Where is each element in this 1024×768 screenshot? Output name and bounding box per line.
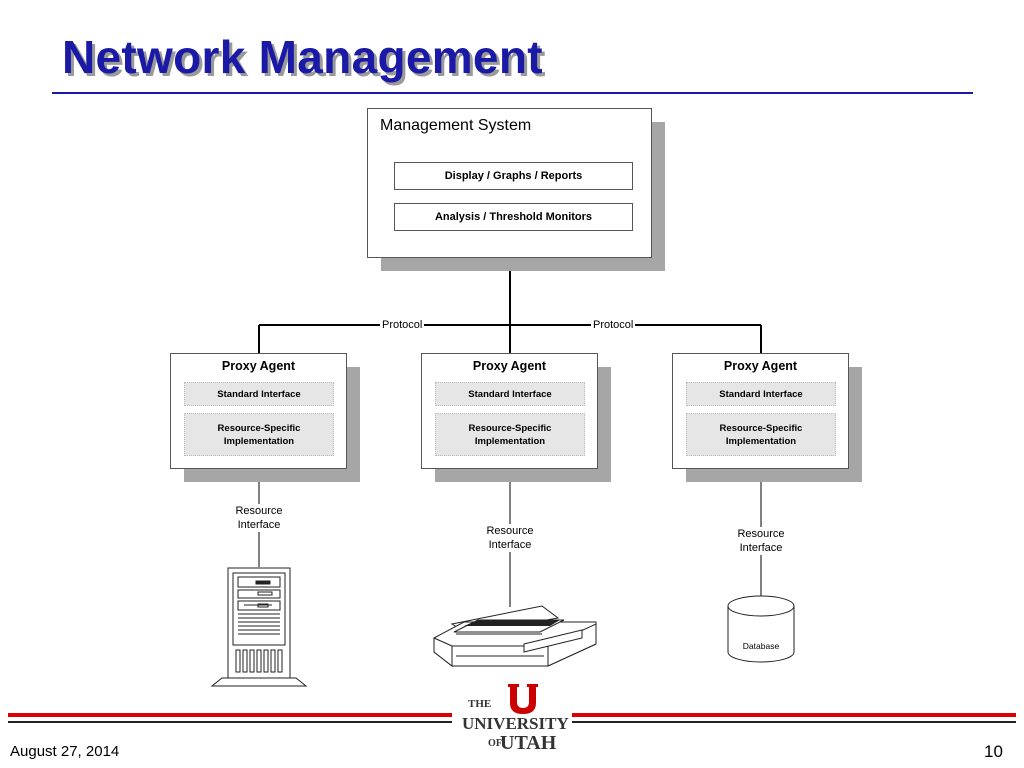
management-system-box: Management System Display / Graphs / Rep…: [367, 108, 652, 258]
proxy-agent-title-1: Proxy Agent: [221, 359, 296, 373]
footer-black-line-right: [572, 721, 1016, 723]
management-system-title: Management System: [380, 117, 532, 134]
slide-title: Network Management: [62, 31, 543, 83]
university-of-utah-logo: THE UNIVERSITY OF UTAH: [462, 682, 569, 766]
logo-utah: UTAH: [500, 732, 557, 754]
analysis-threshold-monitors-box: Analysis / Threshold Monitors: [394, 203, 633, 231]
resource-interface-label-3: Resource Interface: [726, 527, 796, 555]
logo-university: UNIVERSITY: [462, 714, 569, 733]
proxy-agent-box-2: Proxy Agent Standard Interface Resource-…: [421, 353, 598, 469]
page-number: 10: [984, 742, 1003, 761]
resource-interface-label-1: Resource Interface: [224, 504, 294, 532]
resource-interface-label-2: Resource Interface: [475, 524, 545, 552]
footer-red-bar-left: [8, 713, 452, 717]
database-label: Database: [742, 641, 780, 651]
protocol-label-left: Protocol: [380, 319, 425, 332]
resource-specific-implementation-2: Resource-Specific Implementation: [435, 413, 585, 456]
proxy-agent-box-1: Proxy Agent Standard Interface Resource-…: [170, 353, 347, 469]
footer-red-bar-right: [572, 713, 1016, 717]
proxy-agent-box-3: Proxy Agent Standard Interface Resource-…: [672, 353, 849, 469]
logo-of: OF: [488, 738, 502, 749]
server-tower-icon: [210, 567, 308, 687]
title-underline: [52, 92, 973, 94]
resource-specific-implementation-3: Resource-Specific Implementation: [686, 413, 836, 456]
proxy-agent-title-3: Proxy Agent: [723, 359, 798, 373]
standard-interface-2: Standard Interface: [435, 382, 585, 406]
standard-interface-3: Standard Interface: [686, 382, 836, 406]
resource-specific-implementation-1: Resource-Specific Implementation: [184, 413, 334, 456]
block-u-icon: [508, 684, 538, 714]
protocol-label-right: Protocol: [591, 319, 636, 332]
standard-interface-1: Standard Interface: [184, 382, 334, 406]
proxy-agent-title-2: Proxy Agent: [472, 359, 547, 373]
printer-icon: [433, 605, 597, 668]
footer-date: August 27, 2014: [10, 743, 120, 760]
footer-black-line-left: [8, 721, 452, 723]
logo-the: THE: [468, 698, 492, 710]
display-graphs-reports-box: Display / Graphs / Reports: [394, 162, 633, 190]
database-icon: [727, 595, 795, 663]
